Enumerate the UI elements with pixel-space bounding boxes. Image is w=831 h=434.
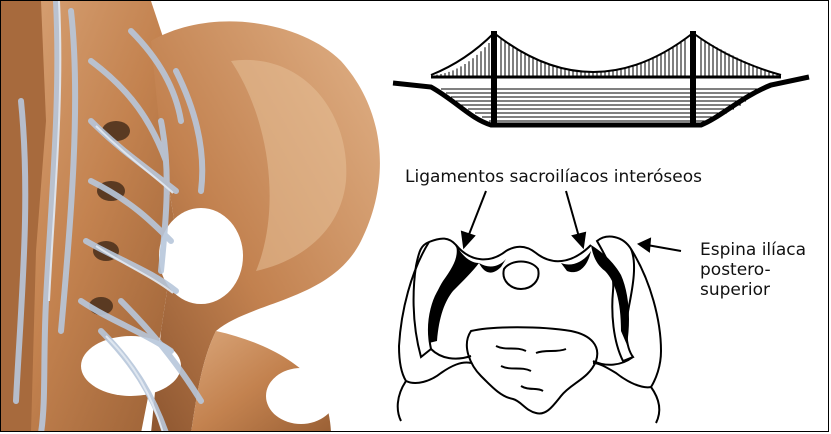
suspension-bridge-icon [393,31,809,125]
spine-label-line-2: postero- [700,260,806,280]
interosseous-ligaments-label: Ligamentos sacroilíacos interóseos [405,167,702,187]
ligament-arrows [462,191,681,251]
spine-label-line-1: Espina ilíaca [700,240,806,260]
spine-label-line-3: superior [700,280,806,300]
interosseous-ligament-mass [429,245,629,345]
posterior-superior-iliac-spine-label: Espina ilíaca postero- superior [700,240,806,300]
